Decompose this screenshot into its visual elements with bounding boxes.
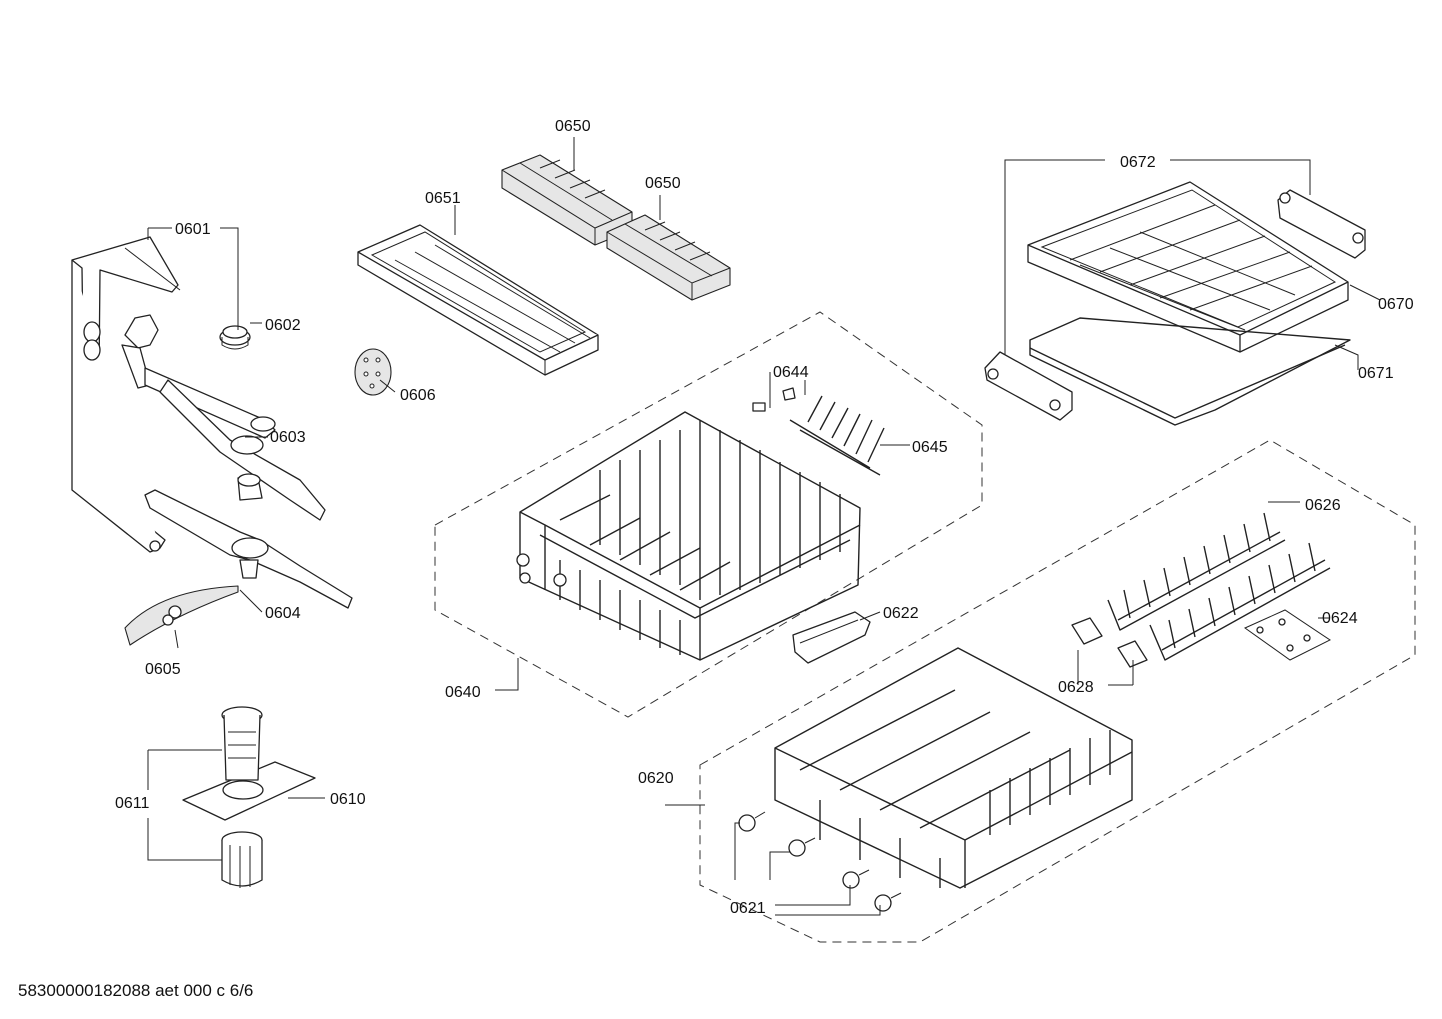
leader-lines [147,137,1381,916]
clip-set-part [1243,609,1331,661]
lower-basket-part [774,647,1133,889]
rack-insert-part [789,395,885,476]
label-0620: 0620 [638,770,674,787]
wheel-part-4 [874,892,902,912]
label-0644: 0644 [773,364,809,381]
label-0604: 0604 [265,605,301,622]
wheel-part-1 [738,811,766,832]
drawer-frame-part [1029,317,1351,426]
cutlery-drawer-part [1027,181,1349,353]
holder-part-b [1117,640,1148,668]
label-0628: 0628 [1058,679,1094,696]
drawer-rail-left-part [984,351,1073,421]
upper-spray-arm-part [121,314,326,521]
label-0611: 0611 [115,795,150,812]
label-0672: 0672 [1120,154,1156,171]
label-0670: 0670 [1378,296,1414,313]
label-0606: 0606 [400,387,436,404]
insert-part-a [501,154,633,246]
plate-rack-part-a [1107,512,1286,631]
handle-part [792,611,871,664]
label-0624: 0624 [1322,610,1358,627]
label-0650-top: 0650 [555,118,591,135]
document-reference: 58300000182088 aet 000 c 6/6 [18,981,254,1000]
micro-filter-part [221,831,263,888]
label-0602: 0602 [265,317,301,334]
drawer-rail-right-part [1277,189,1366,259]
label-0671: 0671 [1358,365,1394,382]
label-0601: 0601 [175,221,211,238]
label-0651: 0651 [425,190,461,207]
cutlery-tray-part [357,224,599,376]
insert-part-b [606,214,731,301]
plate-rack-part-b [1149,542,1331,661]
plug-part [354,348,392,396]
label-0621: 0621 [730,900,766,917]
nut-part [219,325,251,350]
label-0603: 0603 [270,429,306,446]
filter-cover-part [124,585,239,646]
fine-filter-part [221,706,263,781]
label-0626: 0626 [1305,497,1341,514]
feed-pipe-part [71,236,181,553]
label-0645: 0645 [912,439,948,456]
upper-basket-part [516,411,861,661]
wheel-part-3 [842,869,870,889]
label-0622: 0622 [883,605,919,622]
wheel-part-2 [788,837,816,857]
holder-part-a [1071,617,1103,645]
upper-basket-group-outline [434,311,983,718]
label-0640: 0640 [445,684,481,701]
clip-part [752,387,796,412]
lower-spray-arm-part [144,489,353,609]
callout-labels: 0601 0602 0603 0604 0605 0606 0651 0650 … [115,118,1414,917]
label-0650-right: 0650 [645,175,681,192]
label-0610: 0610 [330,791,366,808]
label-0605: 0605 [145,661,181,678]
